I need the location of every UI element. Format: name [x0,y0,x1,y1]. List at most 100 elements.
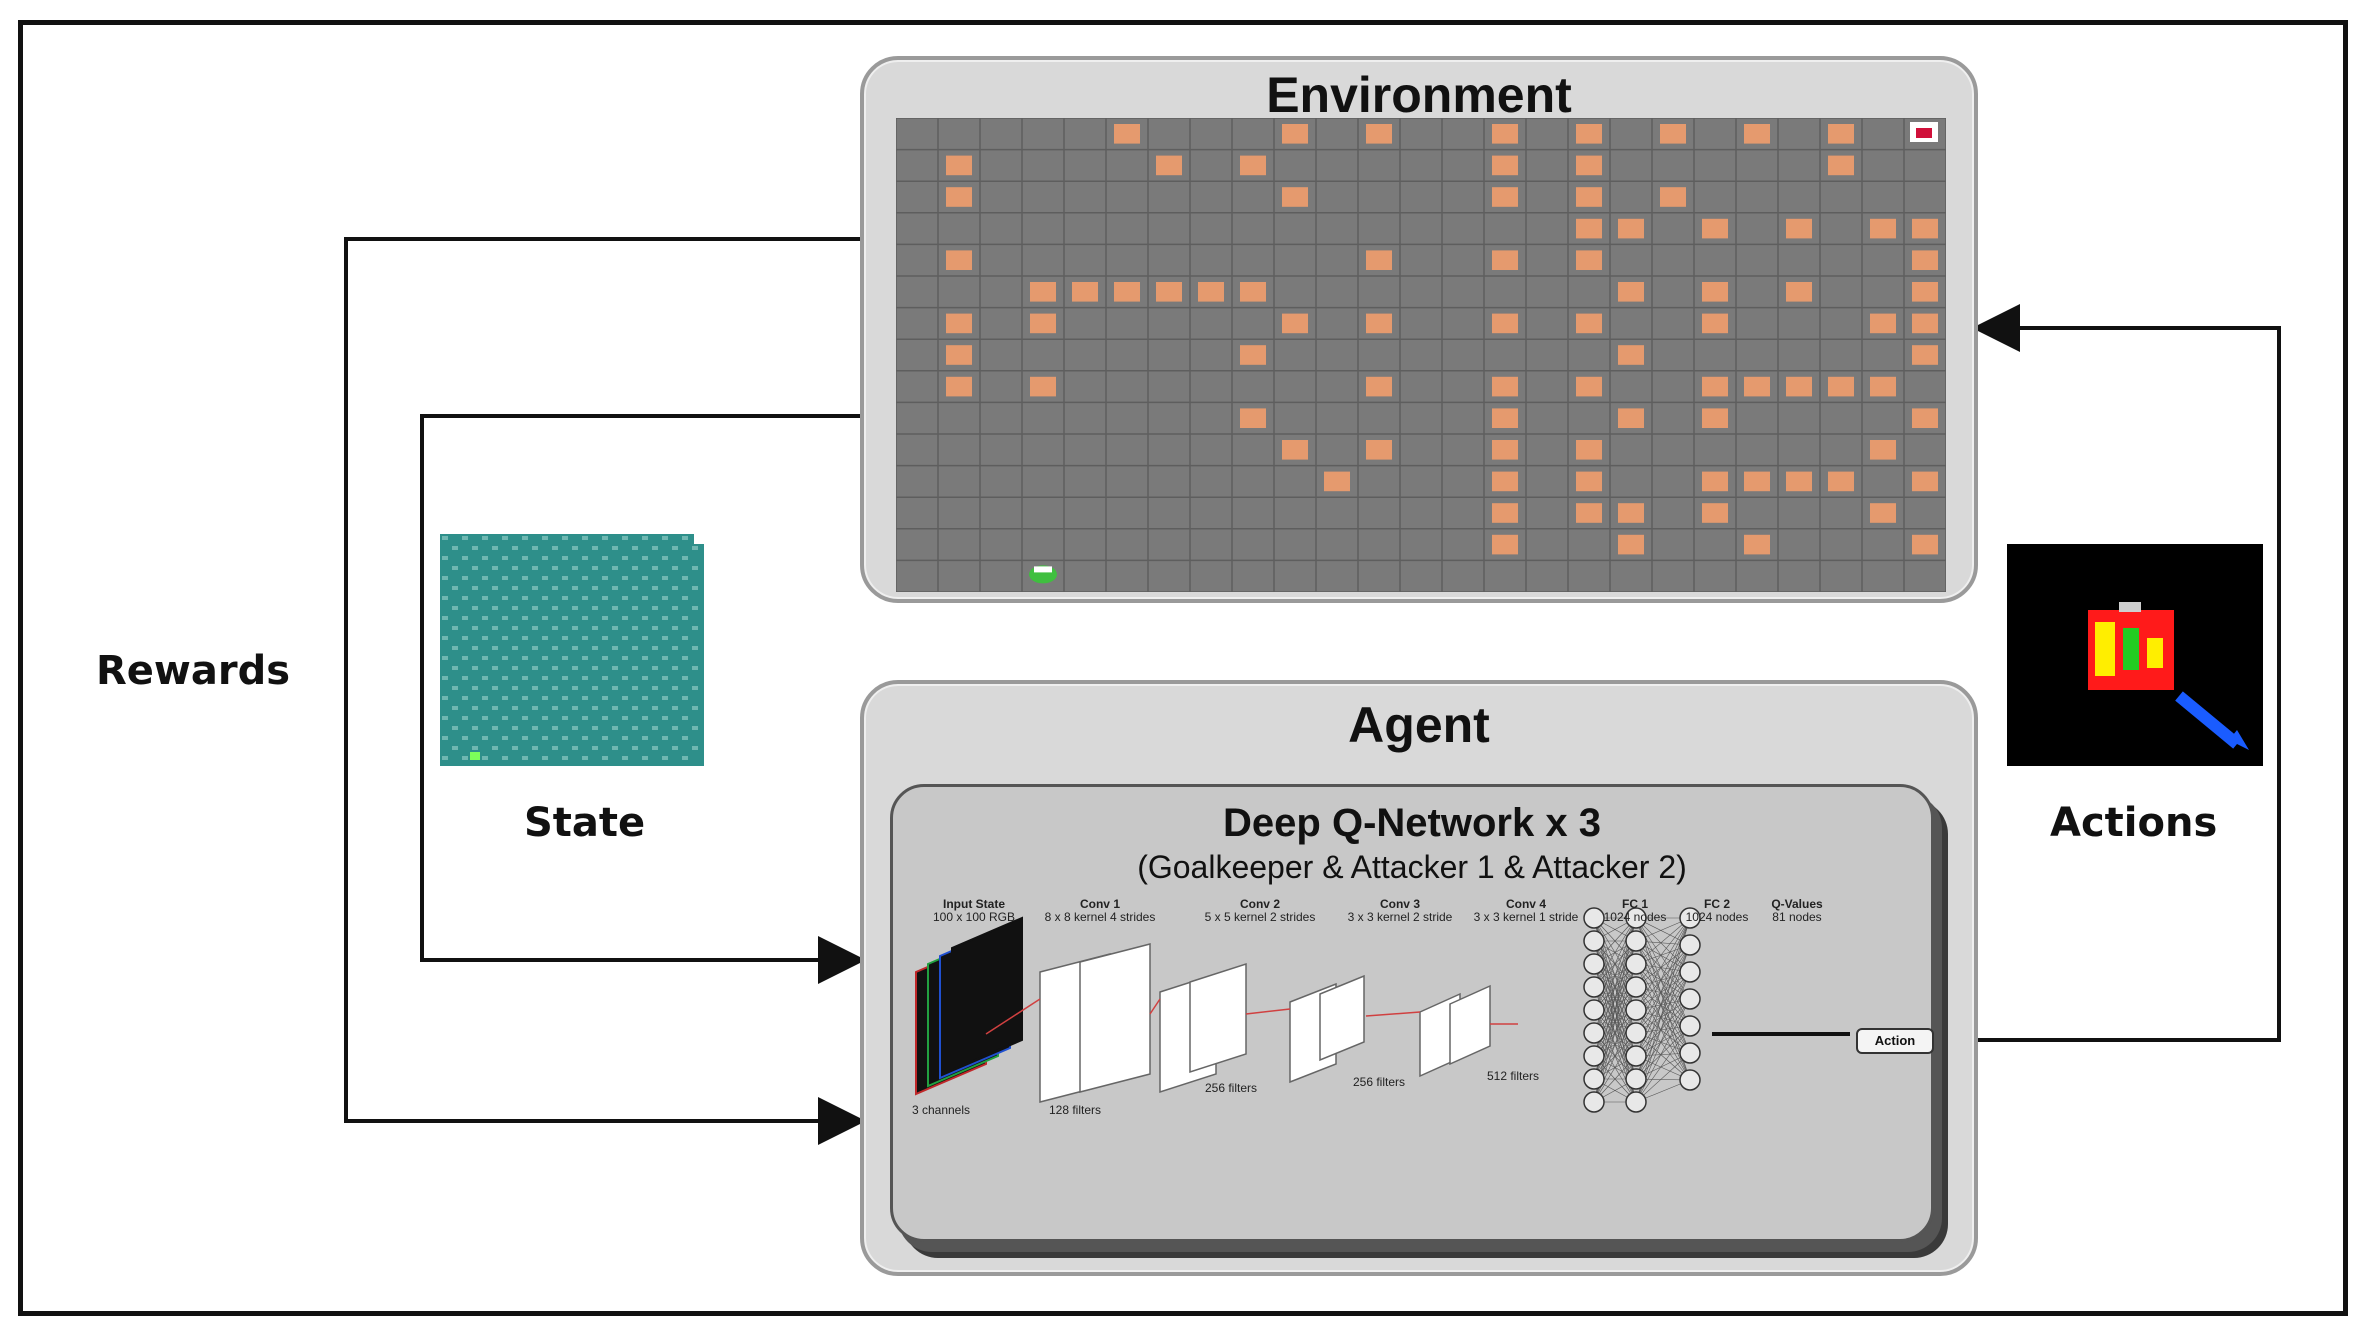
fc-node [1679,1015,1701,1037]
fc-node [1679,988,1701,1010]
obstacle-cell [1870,313,1896,334]
obstacle-cell [1702,218,1728,239]
obstacle-cell [1618,218,1644,239]
obstacle-cell [1744,471,1770,492]
obstacle-cell [1030,376,1056,397]
obstacle-cell [1576,440,1602,460]
obstacle-cell [1870,503,1896,523]
action-output-box: Action [1856,1028,1934,1054]
fc-node [1679,961,1701,983]
actions-image [2007,544,2263,766]
obstacle-cell [1828,376,1854,397]
obstacle-cell [1282,440,1308,460]
obstacle-cell [946,155,972,176]
obstacle-cell [1492,187,1518,207]
fc-node [1583,1091,1605,1113]
diagram-frame [18,20,2348,1316]
fc-node [1625,907,1647,929]
obstacle-cell [1702,282,1728,302]
obstacle-cell [1492,250,1518,270]
obstacle-cell [1576,155,1602,176]
obstacle-cell [1786,218,1812,239]
fc-node [1679,1042,1701,1064]
fc-node [1625,999,1647,1021]
dqn-title: Deep Q-Network x 3 [1223,801,1601,845]
obstacle-cell [1240,345,1266,365]
obstacle-cell [1702,503,1728,523]
fc-node [1583,953,1605,975]
dqn-subtitle: (Goalkeeper & Attacker 1 & Attacker 2) [1137,849,1687,885]
filter-label-input: 3 channels [911,1103,971,1117]
conv-feature-map [1079,943,1151,1093]
obstacle-cell [1744,124,1770,144]
obstacle-cell [1366,313,1392,334]
obstacle-cell [1576,218,1602,239]
fc-node [1625,1068,1647,1090]
obstacle-cell [1912,313,1938,334]
obstacle-cell [946,376,972,397]
obstacle-cell [1366,440,1392,460]
obstacle-cell [1198,282,1224,302]
fc-node [1583,1068,1605,1090]
grid-background [896,118,1946,592]
obstacle-cell [1702,313,1728,334]
obstacle-cell [1702,471,1728,492]
obstacle-cell [1576,376,1602,397]
obstacle-cell [1576,471,1602,492]
obstacle-cell [1492,471,1518,492]
obstacle-cell [1660,124,1686,144]
obstacle-cell [1702,376,1728,397]
conv-feature-map [1189,962,1247,1074]
obstacle-cell [1828,155,1854,176]
obstacle-cell [1786,282,1812,302]
obstacle-cell [1492,534,1518,555]
obstacle-cell [1744,534,1770,555]
fc-node [1625,1091,1647,1113]
flag-icon [694,534,704,544]
projection-line [1245,1008,1291,1015]
robot-icon [1029,565,1057,584]
obstacle-cell [1282,313,1308,334]
fc-node [1583,1022,1605,1044]
obstacle-cell [1114,124,1140,144]
actions-connector [1932,304,2281,1042]
obstacle-cell [1030,282,1056,302]
state-image [440,534,704,766]
obstacle-cell [946,313,972,334]
environment-title: Environment [1266,67,1572,123]
obstacle-cell [1240,408,1266,428]
obstacle-cell [1240,282,1266,302]
filter-label-conv4: 512 filters [1486,1069,1540,1083]
obstacle-cell [1156,282,1182,302]
conv-feature-map [1319,974,1365,1062]
state-connector [420,414,866,984]
obstacle-cell [1786,471,1812,492]
fc-node [1583,930,1605,952]
obstacle-cell [946,345,972,365]
obstacle-cell [1618,282,1644,302]
obstacle-cell [1912,282,1938,302]
obstacle-cell [1492,124,1518,144]
projection-line [1365,1011,1421,1017]
obstacle-cell [1660,187,1686,207]
filter-label-conv1: 128 filters [1048,1103,1102,1117]
obstacle-cell [1492,376,1518,397]
obstacle-cell [1618,408,1644,428]
fc-node [1625,953,1647,975]
rewards-connector [344,237,866,1145]
fc-node [1583,999,1605,1021]
actions-label: Actions [2050,800,2218,846]
agent-title: Agent [1348,697,1490,753]
arrow-action-icon [2088,602,2249,750]
obstacle-cell [1870,440,1896,460]
obstacle-cell [1828,471,1854,492]
obstacle-cell [1744,376,1770,397]
obstacle-cell [1366,376,1392,397]
flag-icon [1910,122,1938,142]
